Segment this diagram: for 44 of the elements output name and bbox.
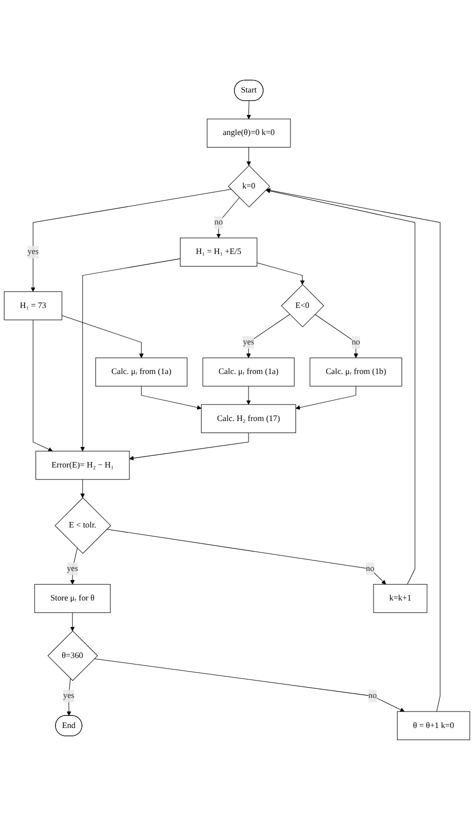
edge-label: yes [63,692,74,701]
arrow [296,386,356,410]
edge-label: no [214,218,223,228]
node-diamond: θ=360 [48,631,98,682]
arrow [141,386,202,410]
arrow [106,529,386,586]
arrow [94,658,405,712]
arrow [80,480,85,498]
node-box: Calc. μᵣ from (1b) [310,358,402,387]
node-box: θ = θ+1 k=0 [397,712,470,741]
node-box: H₁ = 73 [4,292,62,321]
arrow [246,148,252,166]
arrow [256,263,305,286]
node-box: H₁ = H₁ +E/5 [180,238,258,267]
arrow [70,548,78,586]
arrow [216,198,240,239]
edge-label: yes [66,564,78,574]
arrow [246,314,290,359]
edge-label: no [352,338,360,348]
arrow [246,386,251,406]
node-box: Calc. μᵣ from (1a) [202,358,294,387]
arrow [70,612,75,632]
edge-label: yes [242,338,254,348]
node-diamond: E < tolr. [54,498,112,554]
arrow [32,320,53,452]
arrow [266,188,440,712]
arrow [129,433,249,461]
arrow [30,190,232,292]
arrow [62,316,144,359]
node-box: Store μᵣ for θ [34,584,111,614]
node-diamond: E<0 [281,284,324,328]
node-box: k=k+1 [373,584,428,614]
node-box: Error(E)= H₂ − H₁ [36,451,130,480]
edge-label: no [366,564,374,574]
arrow [314,314,358,359]
node-box: angle(θ)=0 k=0 [206,119,291,148]
edge-label: yes [27,248,39,257]
node-box: Calc. H₂ from (17) [201,404,296,434]
node-box: Calc. μᵣ from (1a) [95,358,188,387]
arrow [266,189,416,586]
arrow [246,101,252,120]
edge-label: no [368,692,377,701]
node-diamond: k=0 [228,166,270,208]
arrow [80,258,180,452]
